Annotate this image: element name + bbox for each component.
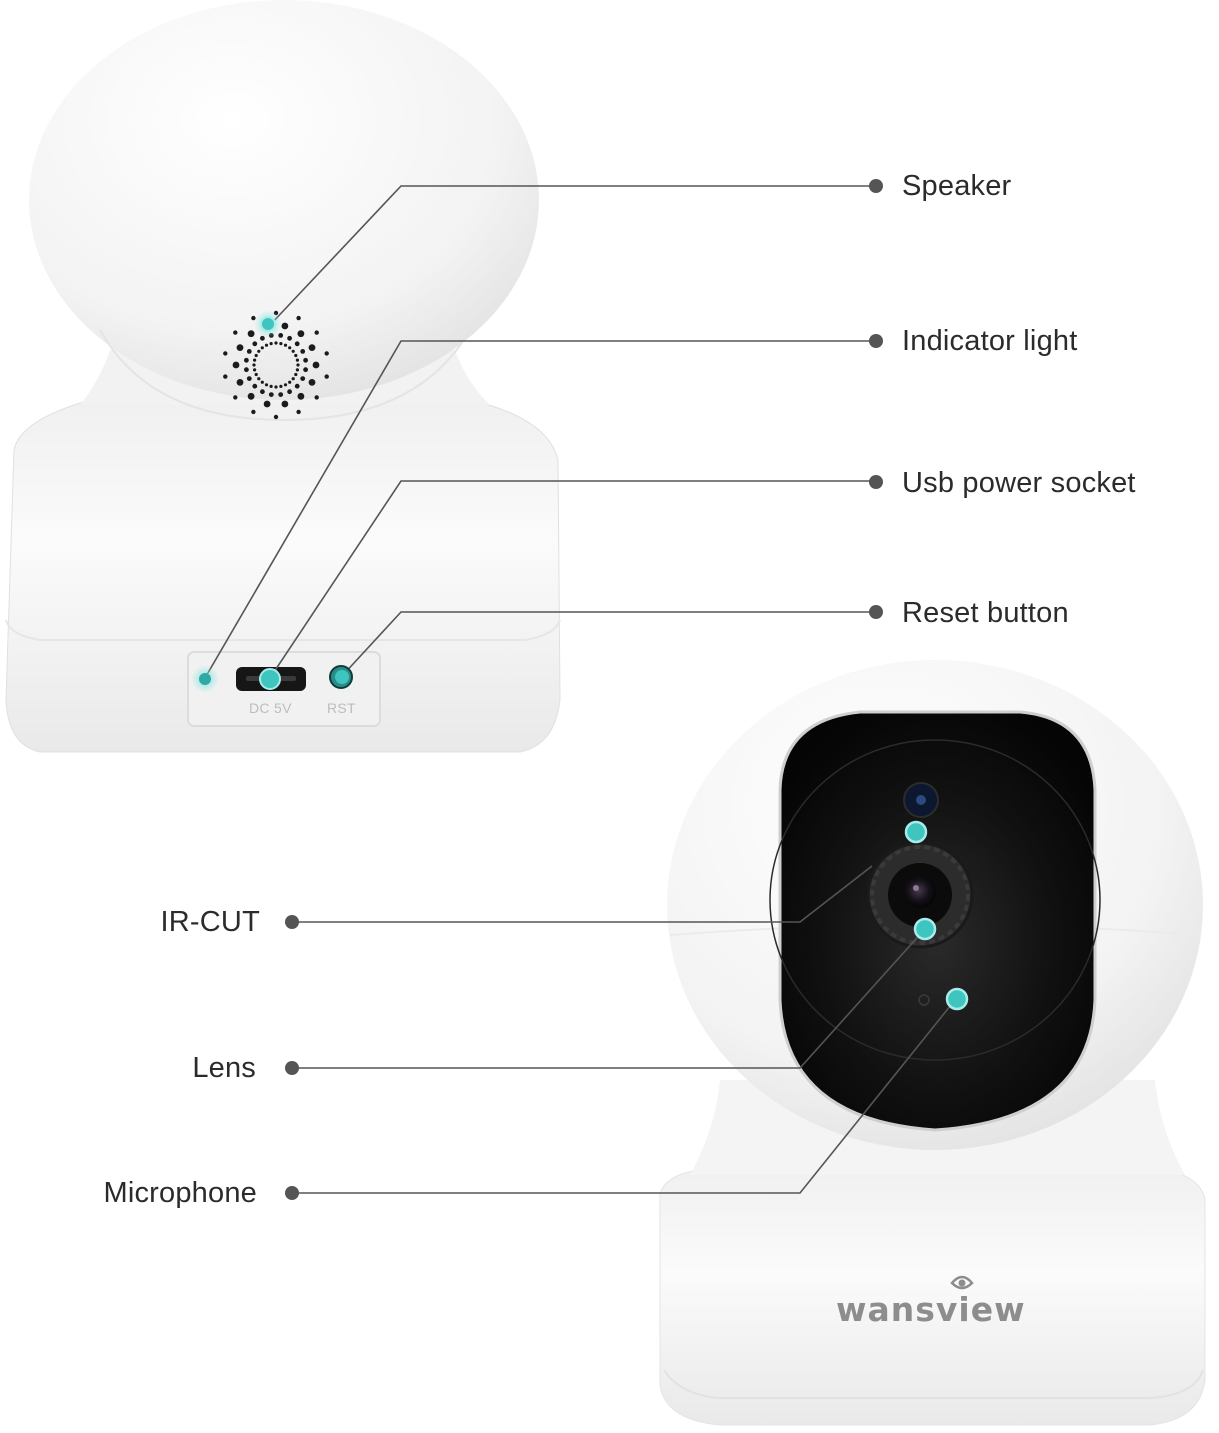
label-dots xyxy=(285,179,883,1200)
label-indicator-light: Indicator light xyxy=(902,325,1078,357)
callout-markers xyxy=(191,310,969,1011)
speaker-grille xyxy=(223,310,329,420)
callout-lines xyxy=(204,185,956,1194)
brand-logo: wansview xyxy=(836,1290,1026,1329)
rst-port-label: RST xyxy=(327,700,356,716)
label-microphone: Microphone xyxy=(103,1177,257,1209)
dc-5v-port-label: DC 5V xyxy=(249,700,292,716)
label-usb-power-socket: Usb power socket xyxy=(902,467,1136,499)
back-camera xyxy=(5,0,561,753)
label-ir-cut: IR-CUT xyxy=(160,906,260,938)
label-reset-button: Reset button xyxy=(902,597,1069,629)
brand-eye-icon xyxy=(950,1275,974,1290)
label-lens: Lens xyxy=(192,1052,256,1084)
label-speaker: Speaker xyxy=(902,170,1012,202)
front-camera xyxy=(659,660,1206,1426)
